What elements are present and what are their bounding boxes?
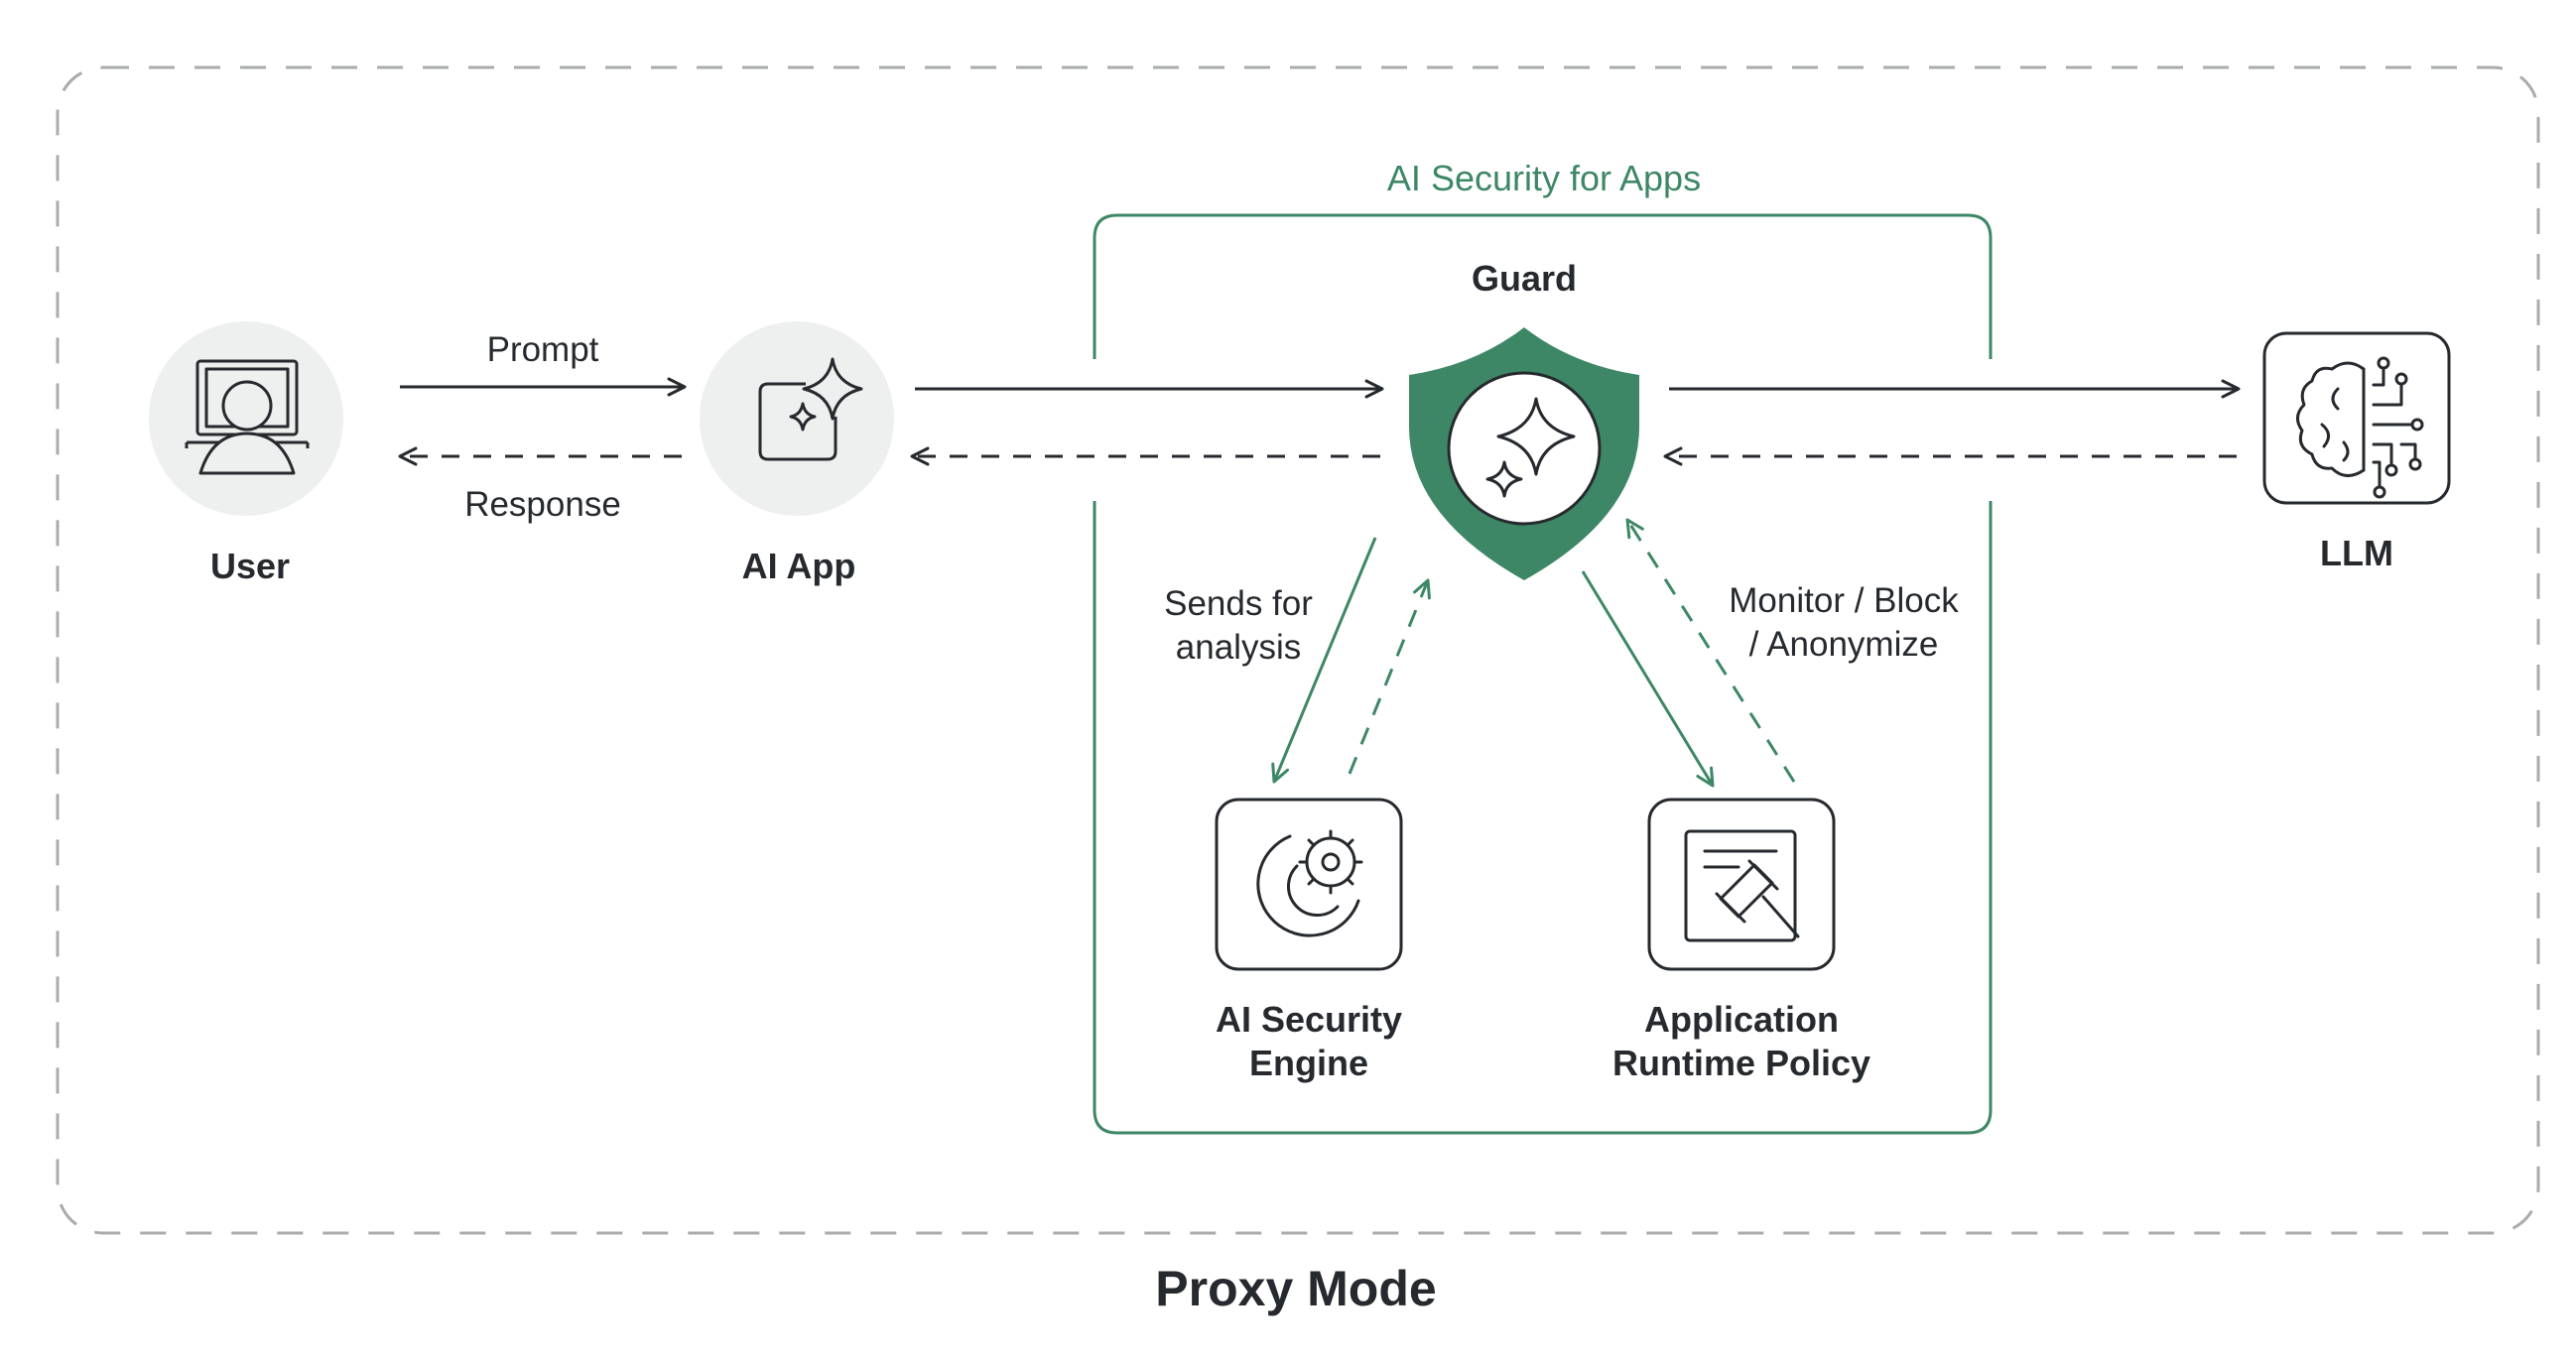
monitor-label-line1: Monitor / Block	[1729, 581, 1959, 620]
policy-to-guard-arrow	[1625, 518, 1796, 783]
engine-node	[1215, 798, 1403, 971]
gear-cycle-icon	[1256, 829, 1363, 937]
sends-label-line2: analysis	[1176, 628, 1301, 667]
guard-to-engine-arrow	[1271, 537, 1377, 784]
engine-to-guard-arrow	[1348, 578, 1431, 775]
engine-label-line1: AI Security	[1216, 999, 1402, 1040]
sparkle-app-icon	[758, 357, 863, 461]
monitor-label-line2: / Anonymize	[1749, 625, 1939, 664]
proxy-mode-frame	[56, 65, 2540, 1235]
guard-to-policy-arrow	[1581, 570, 1715, 788]
guard-label: Guard	[1472, 258, 1577, 299]
diagram-caption: Proxy Mode	[1155, 1261, 1436, 1316]
guard-node	[1409, 327, 1639, 580]
llm-label: LLM	[2320, 533, 2393, 573]
brain-circuit-icon	[2296, 356, 2424, 499]
response-label: Response	[464, 485, 621, 524]
group-title: AI Security for Apps	[1387, 158, 1701, 198]
user-computer-icon	[185, 359, 310, 475]
ai-security-group-box	[1093, 213, 1993, 1135]
shield-sparkle-icon	[1409, 327, 1639, 580]
sends-label-line1: Sends for	[1164, 584, 1313, 623]
engine-label-line2: Engine	[1249, 1043, 1368, 1083]
prompt-label: Prompt	[487, 330, 599, 369]
gavel-document-icon	[1684, 829, 1800, 942]
user-label: User	[210, 546, 290, 586]
ai-app-label: AI App	[742, 546, 856, 586]
policy-label-line2: Runtime Policy	[1612, 1043, 1870, 1083]
llm-node	[2262, 331, 2451, 505]
policy-label-line1: Application	[1644, 999, 1839, 1040]
ai-app-node	[700, 321, 894, 516]
user-node	[149, 321, 343, 516]
policy-node	[1647, 798, 1836, 971]
